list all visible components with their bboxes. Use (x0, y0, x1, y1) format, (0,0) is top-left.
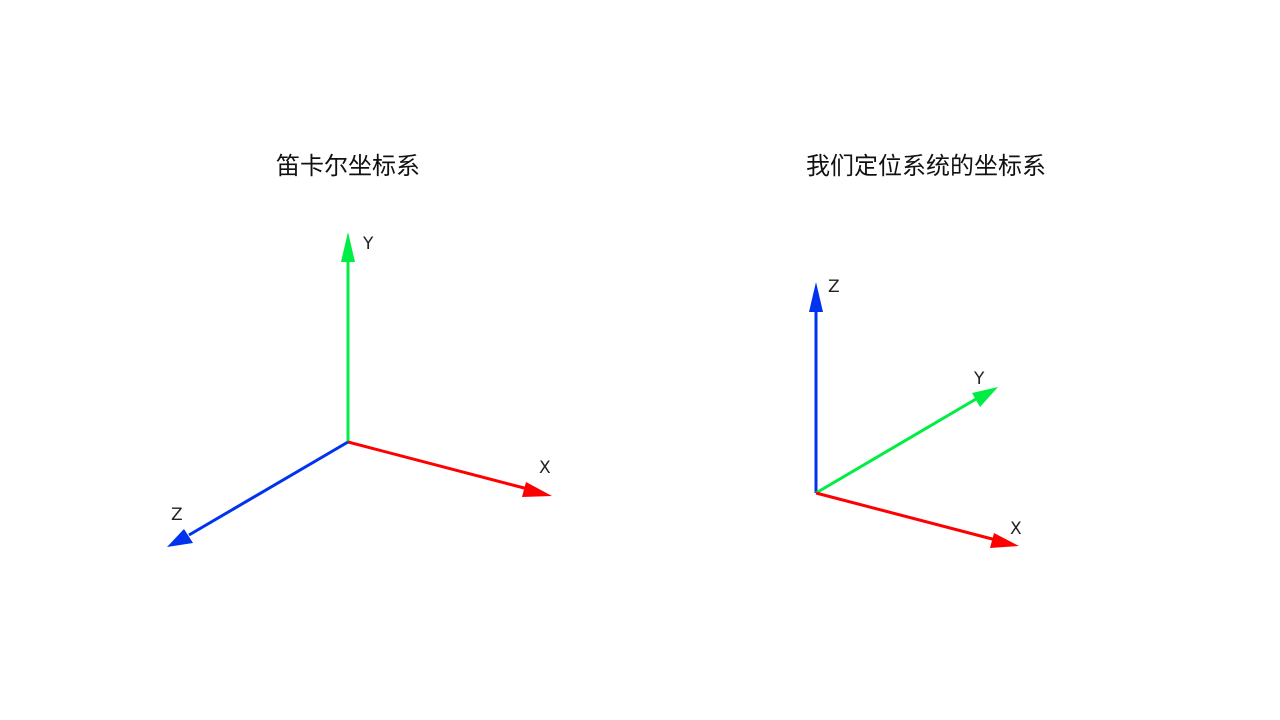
positioning-y-axis-line (815, 397, 977, 495)
cartesian-x-axis-line (347, 440, 529, 491)
cartesian-z-axis-line (188, 440, 349, 537)
positioning-system-coordinate-title: 我们定位系统的坐标系 (806, 152, 1046, 180)
positioning-y-axis-arrowhead (972, 387, 998, 407)
positioning-z-axis-label: Z (828, 277, 840, 297)
positioning-z-axis-arrowhead (809, 282, 823, 312)
cartesian-z-axis-arrowhead (167, 529, 193, 547)
cartesian-x-axis-arrowhead (522, 482, 552, 497)
positioning-x-axis-line (815, 491, 997, 542)
cartesian-y-axis-arrowhead (341, 232, 355, 262)
cartesian-z-axis-label: Z (171, 505, 183, 525)
cartesian-y-axis-label: Y (362, 234, 374, 254)
cartesian-coordinate-title: 笛卡尔坐标系 (276, 152, 420, 180)
cartesian-x-axis-label: X (539, 458, 551, 478)
positioning-x-axis-label: X (1010, 519, 1022, 539)
positioning-x-axis-arrowhead (990, 533, 1019, 548)
positioning-y-axis-label: Y (973, 369, 985, 389)
cartesian-axes: Y X Z (167, 232, 552, 547)
positioning-axes: Z Y X (809, 277, 1022, 548)
